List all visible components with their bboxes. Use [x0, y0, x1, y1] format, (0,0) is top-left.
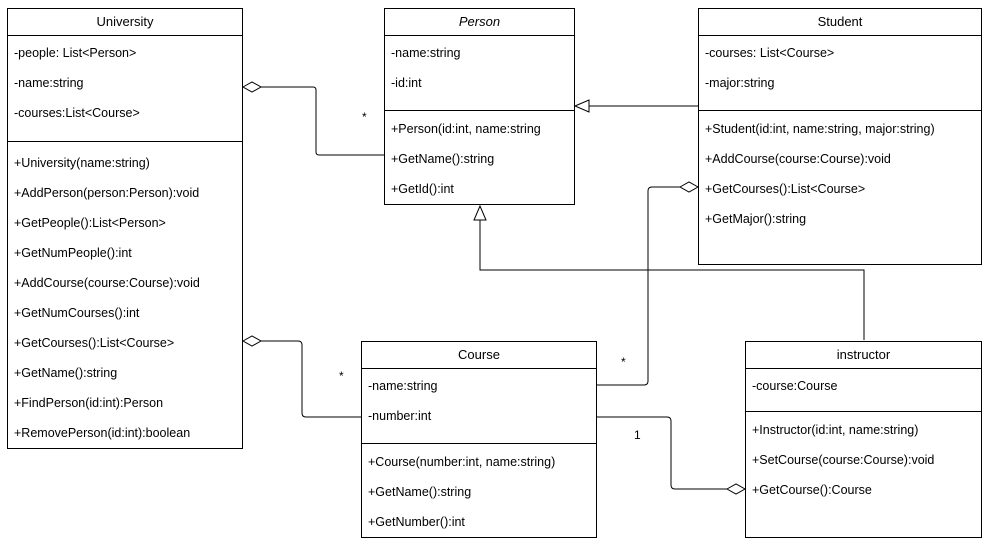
- edge-instructor-person: [479, 220, 865, 340]
- method: +GetId():int: [391, 182, 454, 196]
- class-name-instructor: instructor: [746, 342, 981, 369]
- method: +Course(number:int, name:string): [368, 455, 556, 469]
- attribute: -major:string: [705, 76, 775, 90]
- multiplicity-instructor-course: 1: [634, 428, 641, 442]
- aggregation-diamond-student-course: [678, 181, 700, 193]
- generalization-arrow-instructor: [473, 204, 487, 221]
- multiplicity-university-course: *: [339, 369, 344, 383]
- method: +GetNumber():int: [368, 515, 465, 529]
- method: +Instructor(id:int, name:string): [752, 423, 919, 437]
- class-person[interactable]: Person -name:string -id:int +Person(id:i…: [384, 8, 575, 205]
- method: +GetPeople():List<Person>: [14, 216, 166, 230]
- method: +SetCourse(course:Course):void: [752, 453, 935, 467]
- method: +GetMajor():string: [705, 212, 807, 226]
- attribute: -courses:List<Course>: [14, 106, 140, 120]
- class-student[interactable]: Student -courses: List<Course> -major:st…: [698, 8, 982, 265]
- class-name-person: Person: [385, 9, 574, 36]
- edge-university-person: [261, 86, 384, 156]
- method: +GetNumPeople():int: [14, 246, 132, 260]
- attributes-university: -people: List<Person> -name:string -cour…: [8, 36, 242, 142]
- method: +RemovePerson(id:int):boolean: [14, 426, 191, 440]
- method: +GetName():string: [391, 152, 495, 166]
- multiplicity-student-course: *: [621, 355, 626, 369]
- method: +Person(id:int, name:string: [391, 122, 541, 136]
- class-university[interactable]: University -people: List<Person> -name:s…: [7, 8, 243, 449]
- edge-university-course: [261, 340, 361, 418]
- edge-student-course: [597, 186, 680, 386]
- aggregation-diamond-university-course: [241, 335, 263, 347]
- attribute: -name:string: [14, 76, 84, 90]
- attributes-instructor: -course:Course: [746, 369, 981, 412]
- method: +GetName():string: [368, 485, 472, 499]
- methods-university: +University(name:string) +AddPerson(pers…: [8, 142, 242, 448]
- class-instructor[interactable]: instructor -course:Course +Instructor(id…: [745, 341, 982, 538]
- class-name-student: Student: [699, 9, 981, 36]
- method: +FindPerson(id:int):Person: [14, 396, 164, 410]
- method: +GetName():string: [14, 366, 118, 380]
- method: +Student(id:int, name:string, major:stri…: [705, 122, 935, 136]
- attribute: -number:int: [368, 409, 432, 423]
- methods-instructor: +Instructor(id:int, name:string) +SetCou…: [746, 412, 981, 505]
- attribute: -courses: List<Course>: [705, 46, 835, 60]
- method: +GetCourses():List<Course>: [705, 182, 866, 196]
- method: +University(name:string): [14, 156, 150, 170]
- attribute: -name:string: [391, 46, 461, 60]
- attribute: -people: List<Person>: [14, 46, 137, 60]
- methods-course: +Course(number:int, name:string) +GetNam…: [362, 444, 596, 537]
- method: +GetNumCourses():int: [14, 306, 140, 320]
- aggregation-diamond-instructor-course: [725, 483, 747, 495]
- aggregation-diamond-university-person: [241, 81, 263, 93]
- multiplicity-university-person: *: [362, 110, 367, 124]
- attributes-course: -name:string -number:int: [362, 369, 596, 444]
- attributes-person: -name:string -id:int: [385, 36, 574, 111]
- class-name-university: University: [8, 9, 242, 36]
- methods-person: +Person(id:int, name:string +GetName():s…: [385, 111, 574, 204]
- edge-instructor-course: [597, 416, 727, 490]
- generalization-arrow-student: [573, 99, 590, 113]
- method: +AddCourse(course:Course):void: [14, 276, 200, 290]
- method: +GetCourses():List<Course>: [14, 336, 175, 350]
- method: +GetCourse():Course: [752, 483, 872, 497]
- class-name-course: Course: [362, 342, 596, 369]
- class-course[interactable]: Course -name:string -number:int +Course(…: [361, 341, 597, 538]
- methods-student: +Student(id:int, name:string, major:stri…: [699, 111, 981, 234]
- attributes-student: -courses: List<Course> -major:string: [699, 36, 981, 111]
- attribute: -name:string: [368, 379, 438, 393]
- method: +AddPerson(person:Person):void: [14, 186, 200, 200]
- attribute: -id:int: [391, 76, 422, 90]
- method: +AddCourse(course:Course):void: [705, 152, 891, 166]
- attribute: -course:Course: [752, 379, 838, 393]
